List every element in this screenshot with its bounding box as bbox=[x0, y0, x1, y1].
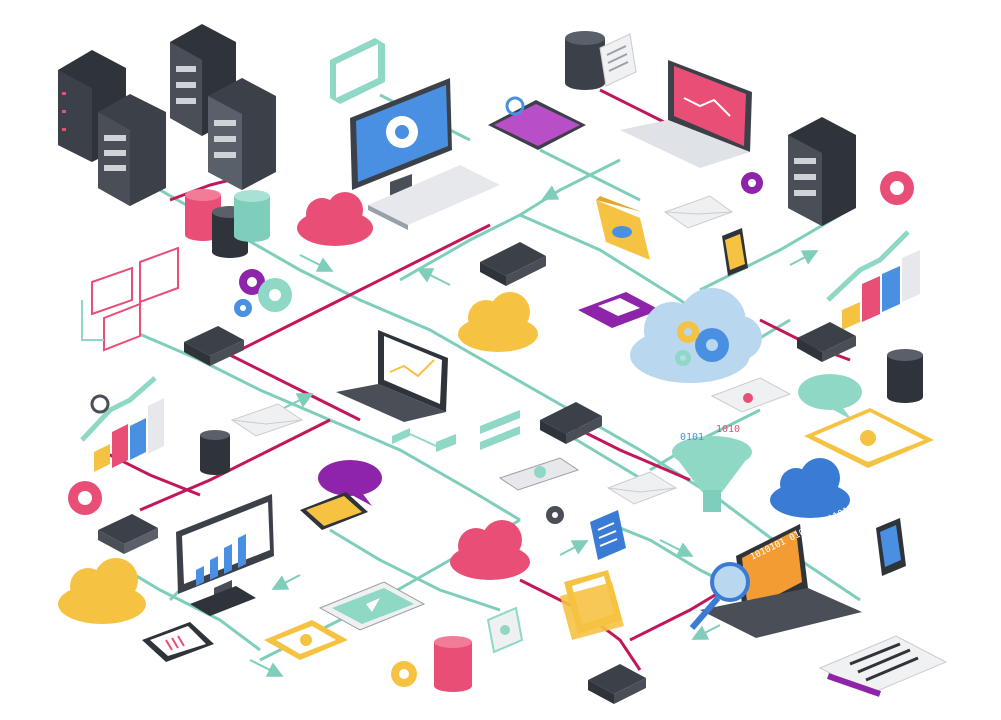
server-rack-icon bbox=[98, 94, 166, 206]
laptop-icon bbox=[620, 60, 752, 168]
envelope-icon bbox=[606, 471, 678, 505]
smartphone-icon bbox=[722, 228, 748, 276]
chat-bubble-icon bbox=[318, 460, 382, 506]
bar-chart-icon bbox=[826, 230, 920, 330]
folder-icon bbox=[596, 196, 650, 260]
document-icon bbox=[599, 33, 637, 87]
network-switch-icon bbox=[540, 402, 602, 444]
gear-icon bbox=[695, 328, 729, 362]
flowchart-icon bbox=[392, 410, 520, 452]
image-card-icon bbox=[486, 606, 524, 654]
document-icon bbox=[590, 510, 626, 560]
network-switch-icon bbox=[797, 322, 856, 362]
smartphone-icon bbox=[876, 518, 906, 576]
play-icon bbox=[366, 598, 380, 612]
image-card-icon bbox=[264, 620, 348, 660]
cloud-icon bbox=[630, 288, 762, 383]
cloud-icon bbox=[458, 292, 538, 352]
gear-icon bbox=[258, 278, 292, 312]
laptop-icon: 1010101 0101101 1101011 bbox=[689, 499, 865, 638]
folder-icon bbox=[330, 38, 385, 104]
binary-digits: 0101 bbox=[680, 432, 704, 443]
database-icon bbox=[434, 636, 472, 692]
network-switch-icon bbox=[98, 514, 158, 554]
gear-icon bbox=[68, 481, 102, 515]
music-card-icon bbox=[710, 377, 792, 413]
network-switch-icon bbox=[184, 326, 244, 366]
gear-icon bbox=[546, 506, 564, 524]
cloud-icon bbox=[58, 558, 146, 624]
gear-icon bbox=[239, 269, 265, 295]
tablet-icon bbox=[804, 408, 934, 468]
gear-icon bbox=[675, 350, 691, 366]
document-icon bbox=[818, 635, 948, 695]
magnifier-icon bbox=[505, 96, 525, 116]
cloud-icon bbox=[450, 520, 530, 580]
database-icon bbox=[200, 430, 230, 475]
envelope-icon bbox=[663, 195, 734, 229]
smartphone-icon bbox=[498, 457, 580, 491]
folder-icon bbox=[560, 570, 624, 640]
smartphone-icon bbox=[300, 492, 368, 530]
spreadsheet-icon bbox=[81, 246, 179, 352]
gear-icon bbox=[391, 661, 417, 687]
funnel-icon: 0101 1010 bbox=[672, 424, 752, 512]
monitor-icon bbox=[176, 494, 274, 616]
smartphone-icon bbox=[142, 622, 214, 662]
laptop-icon bbox=[336, 330, 448, 422]
monitor-icon bbox=[350, 78, 452, 196]
tablet-icon bbox=[318, 581, 426, 631]
database-icon bbox=[887, 349, 923, 403]
server-rack-group bbox=[58, 24, 276, 206]
magnifier-icon bbox=[90, 394, 110, 414]
bar-chart-icon bbox=[80, 376, 164, 472]
image-card-icon bbox=[578, 292, 660, 328]
envelope-icon bbox=[230, 403, 304, 437]
gear-icon bbox=[880, 171, 914, 205]
cloud-icon bbox=[297, 192, 373, 246]
database-icon bbox=[565, 31, 605, 90]
keyboard-icon bbox=[368, 165, 500, 230]
database-icon bbox=[234, 190, 270, 242]
magnifier-icon bbox=[689, 562, 750, 630]
gear-icon bbox=[234, 299, 252, 317]
gear-icon bbox=[741, 172, 763, 194]
server-rack-icon bbox=[208, 78, 276, 190]
network-switch-icon bbox=[480, 242, 546, 286]
chat-bubble-icon bbox=[798, 374, 862, 420]
server-rack-icon bbox=[788, 117, 856, 226]
binary-digits: 1010 bbox=[716, 424, 740, 435]
gear-icon bbox=[386, 116, 418, 148]
cloud-icon bbox=[770, 458, 850, 518]
gear-icon bbox=[677, 321, 699, 343]
tablet-icon bbox=[488, 96, 586, 150]
network-switch-icon bbox=[588, 664, 646, 704]
pen-icon bbox=[827, 673, 881, 697]
